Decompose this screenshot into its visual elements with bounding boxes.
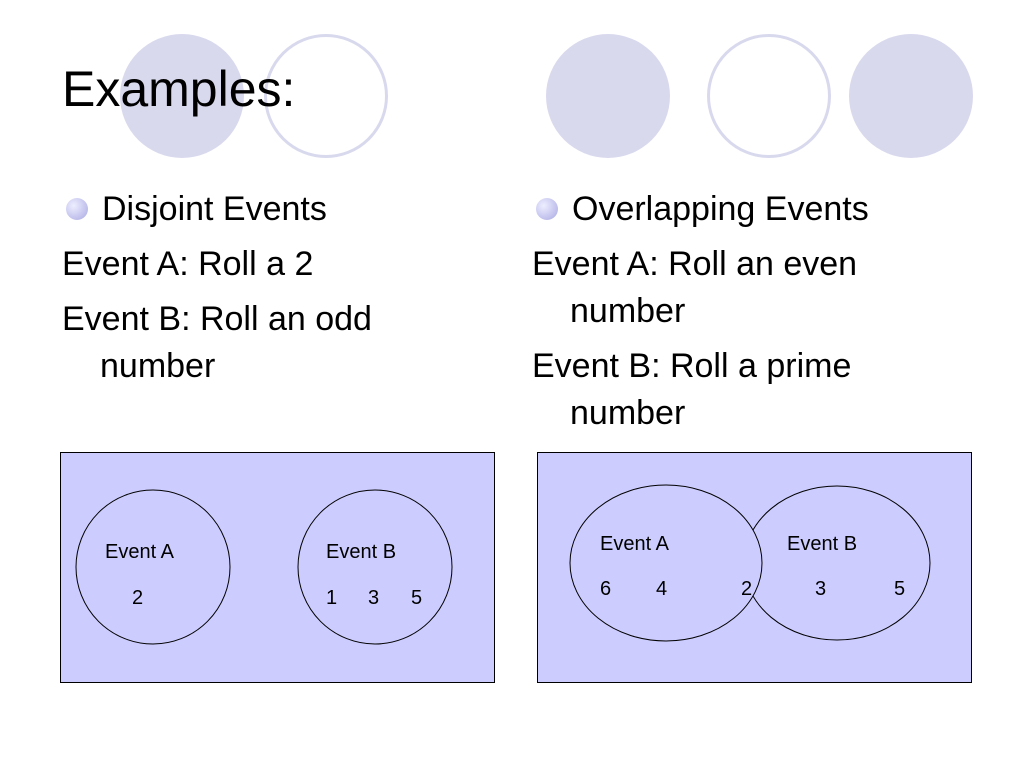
event-a-label: Event A: [105, 541, 175, 563]
right-bullet: Overlapping Events: [532, 186, 932, 233]
event-a-value: 2: [132, 587, 143, 609]
disjoint-venn-diagram: Event A Event B 2 1 3 5: [60, 452, 496, 684]
bullet-icon: [536, 198, 558, 221]
event-a-circle: [75, 489, 231, 645]
event-b-circle: [297, 489, 453, 645]
overlapping-venn-diagram: Event A Event B 6 4 2 3 5: [537, 452, 973, 684]
intersection-value: 2: [741, 578, 752, 600]
decor-circle-1: [120, 34, 244, 158]
left-bullet: Disjoint Events: [62, 186, 462, 233]
right-event-a: Event A: Roll an even number: [532, 244, 858, 330]
event-a-only-value: 4: [656, 578, 667, 600]
decor-circle-5: [849, 34, 973, 158]
decor-circle-4: [707, 34, 831, 158]
event-a-label: Event A: [600, 533, 670, 555]
right-bullet-text: Overlapping Events: [572, 190, 869, 228]
decor-circle-2: [264, 34, 388, 158]
right-column: Overlapping Events Event A: Roll an even…: [532, 186, 932, 445]
event-b-label: Event B: [326, 541, 396, 563]
event-a-ellipse: [569, 484, 763, 642]
event-b-value: 5: [411, 587, 422, 609]
diagram-background: [60, 452, 495, 683]
event-b-value: 1: [326, 587, 337, 609]
event-a-only-value: 6: [600, 578, 611, 600]
right-event-b: Event B: Roll a prime number: [532, 346, 852, 432]
slide-title: Examples:: [62, 61, 296, 117]
left-event-b: Event B: Roll an odd number: [62, 299, 372, 385]
event-b-label: Event B: [787, 533, 857, 555]
bullet-icon: [66, 198, 88, 221]
event-b-value: 3: [368, 587, 379, 609]
event-b-only-value: 3: [815, 578, 826, 600]
event-b-only-value: 5: [894, 578, 905, 600]
decor-circle-3: [546, 34, 670, 158]
left-column: Disjoint Events Event A: Roll a 2 Event …: [62, 186, 462, 398]
left-bullet-text: Disjoint Events: [102, 190, 327, 228]
left-event-a: Event A: Roll a 2: [62, 244, 314, 283]
